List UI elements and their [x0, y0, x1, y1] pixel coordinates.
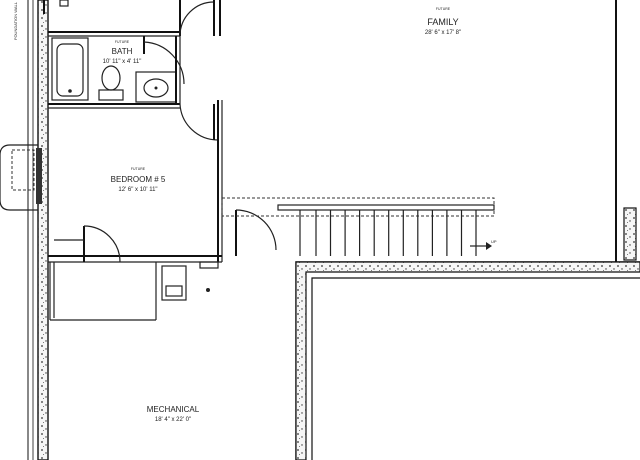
family-dims: 28' 6" x 17' 8"	[425, 30, 461, 36]
toilet-bowl-icon	[101, 65, 121, 91]
foundation-outer-line	[295, 261, 640, 460]
family-name: FAMILY	[427, 17, 458, 27]
stair-arrow-icon	[486, 242, 492, 250]
hall-door-swing	[235, 209, 277, 251]
right-exterior-wall-stub	[623, 207, 637, 261]
floor-drain-icon	[206, 288, 210, 292]
bathtub-basin	[56, 43, 84, 97]
sink-drain-icon	[154, 86, 158, 90]
foundation-concrete-wall	[295, 261, 640, 460]
stair-rail	[277, 204, 495, 211]
tub-drain-icon	[68, 89, 72, 93]
utility-vent	[199, 261, 219, 269]
bathtub	[51, 37, 89, 101]
top-left-notch	[59, 0, 69, 7]
stair-header-outline	[221, 197, 495, 217]
toilet-tank	[98, 89, 124, 101]
window-well	[0, 144, 38, 211]
bath-door-swing	[143, 41, 185, 85]
water-heater	[161, 265, 187, 301]
foundation-inner-line	[311, 277, 640, 460]
mechanical-name: MECHANICAL	[147, 405, 200, 414]
bedroom-closet-door-swing	[179, 103, 219, 141]
window-frame	[36, 148, 42, 204]
bath-dims: 10' 11" x 4' 11"	[103, 59, 142, 65]
family-tag: FUTURE	[436, 7, 451, 11]
left-exterior-wall	[37, 0, 49, 460]
sink-basin-icon	[143, 78, 169, 98]
bedroom-door-swing	[83, 225, 121, 263]
bath-name: BATH	[112, 47, 133, 56]
stair-treads	[299, 210, 477, 256]
bedroom-tag: FUTURE	[131, 167, 146, 171]
exterior-side-label: FOUNDATION WALL	[13, 1, 18, 40]
window-opening	[11, 149, 35, 191]
water-heater-panel	[165, 285, 183, 297]
bath-tag: FUTURE	[115, 40, 130, 44]
stair-direction-label: UP	[491, 239, 497, 244]
bedroom-dims: 12' 6" x 10' 11"	[118, 187, 157, 193]
bedroom-name: BEDROOM # 5	[111, 175, 166, 184]
mechanical-dims: 18' 4" x 22' 0"	[155, 417, 191, 423]
upper-door-swing	[179, 1, 215, 37]
